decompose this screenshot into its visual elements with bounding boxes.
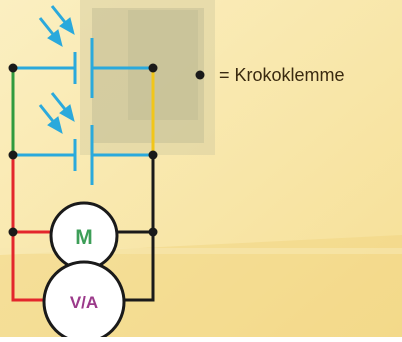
wire-black [117, 155, 155, 302]
clip-node [8, 63, 18, 73]
clip-nodes [8, 63, 158, 237]
legend-dot [195, 70, 205, 80]
legend-text: = Krokoklemme [219, 65, 345, 85]
clip-node [148, 150, 158, 160]
solar-cell-1 [13, 38, 153, 98]
motor-label: M [75, 226, 93, 249]
motor-symbol: M [49, 201, 119, 271]
light-arrows-1 [38, 5, 75, 48]
meter-label: V/A [70, 293, 98, 312]
clip-node [148, 227, 158, 237]
clip-node [8, 227, 18, 237]
light-arrows-2 [38, 92, 75, 135]
clip-node [148, 63, 158, 73]
legend: = Krokoklemme [195, 65, 345, 85]
wire-red [11, 155, 51, 302]
meter-symbol: V/A [42, 260, 126, 342]
solar-cell-2 [13, 125, 153, 185]
clip-node [8, 150, 18, 160]
